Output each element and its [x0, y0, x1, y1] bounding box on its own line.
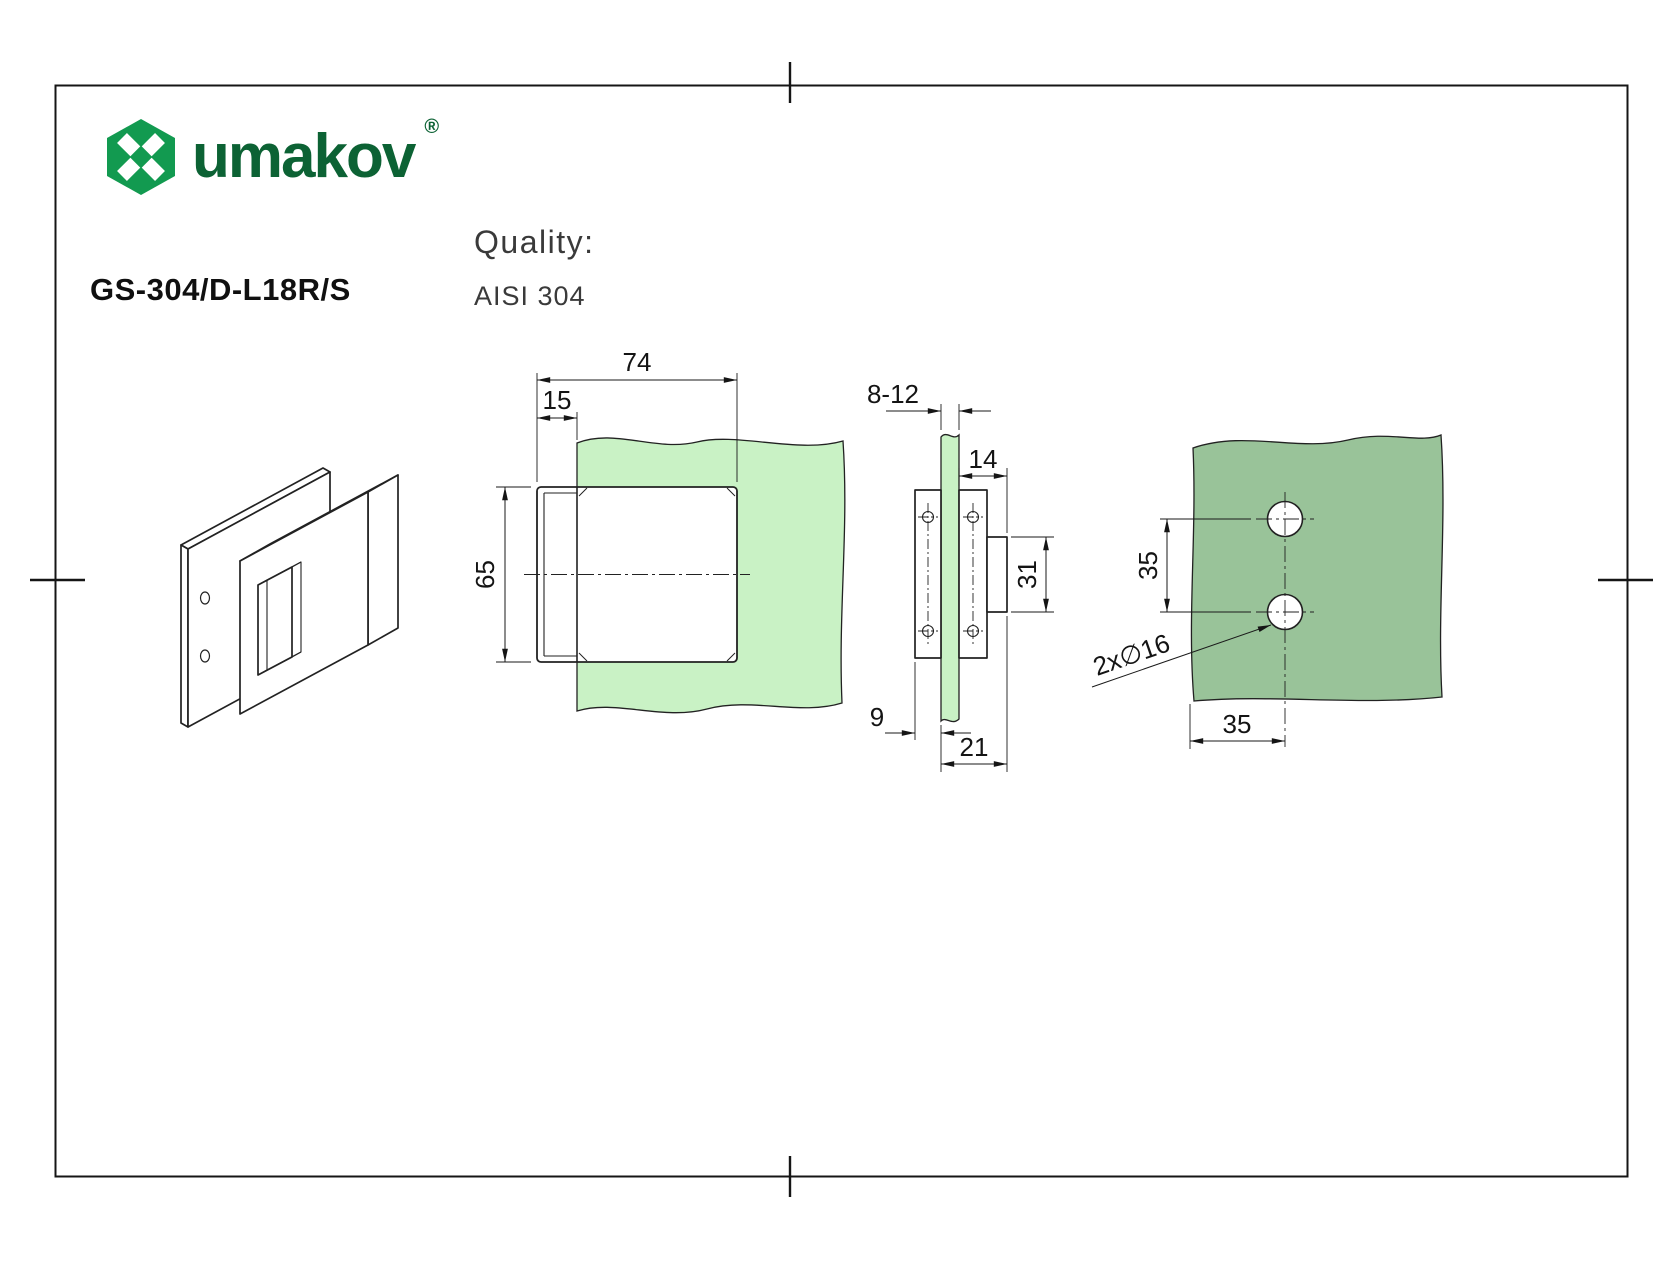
screw-hole [199, 591, 211, 605]
umakov-logo: umakov ® [100, 116, 439, 198]
front-depth-dim-label: 14 [969, 444, 998, 474]
hole-leader-line [1091, 624, 1272, 688]
iso-body [239, 474, 399, 715]
glass-panel [1190, 434, 1444, 702]
quality-value: AISI 304 [474, 281, 586, 311]
front-dimensions: 74 15 65 [470, 347, 738, 663]
total-depth-dim-label: 21 [960, 732, 989, 762]
corner-ticks [578, 487, 736, 662]
isometric-view [180, 467, 399, 728]
side-dimensions: 8-12 14 31 9 21 [867, 379, 1054, 772]
umakov-logo-icon [107, 119, 175, 195]
front-view: 74 15 65 [470, 347, 846, 714]
hole-centerlines [1256, 492, 1314, 747]
iso-cutout-depth-lines [257, 561, 302, 676]
registered-mark: ® [424, 116, 440, 138]
iso-cutout [257, 566, 293, 676]
frame-border [54, 84, 1629, 1178]
screw-hole [199, 649, 211, 663]
drawing-frame [30, 62, 1653, 1197]
front-height-dim-label: 65 [470, 560, 500, 589]
front-clamp-dim-label: 15 [543, 385, 572, 415]
glass-side [940, 433, 960, 723]
latch-block-profile [986, 536, 1008, 613]
quality-label: Quality: [474, 224, 595, 260]
edge-distance-dim-label: 35 [1223, 709, 1252, 739]
front-width-dim-label: 74 [623, 347, 652, 377]
hole-spacing-dim-label: 35 [1133, 551, 1163, 580]
hole-view: 35 35 2x∅16 [1089, 434, 1444, 749]
side-view: 8-12 14 31 9 21 [867, 379, 1054, 772]
brand-wordmark: umakov [192, 122, 416, 191]
latch-height-dim-label: 31 [1012, 560, 1042, 589]
back-depth-dim-label: 9 [870, 702, 884, 732]
screw-marks [918, 503, 983, 645]
product-code: GS-304/D-L18R/S [90, 272, 351, 307]
glass-thickness-dim-label: 8-12 [867, 379, 919, 409]
